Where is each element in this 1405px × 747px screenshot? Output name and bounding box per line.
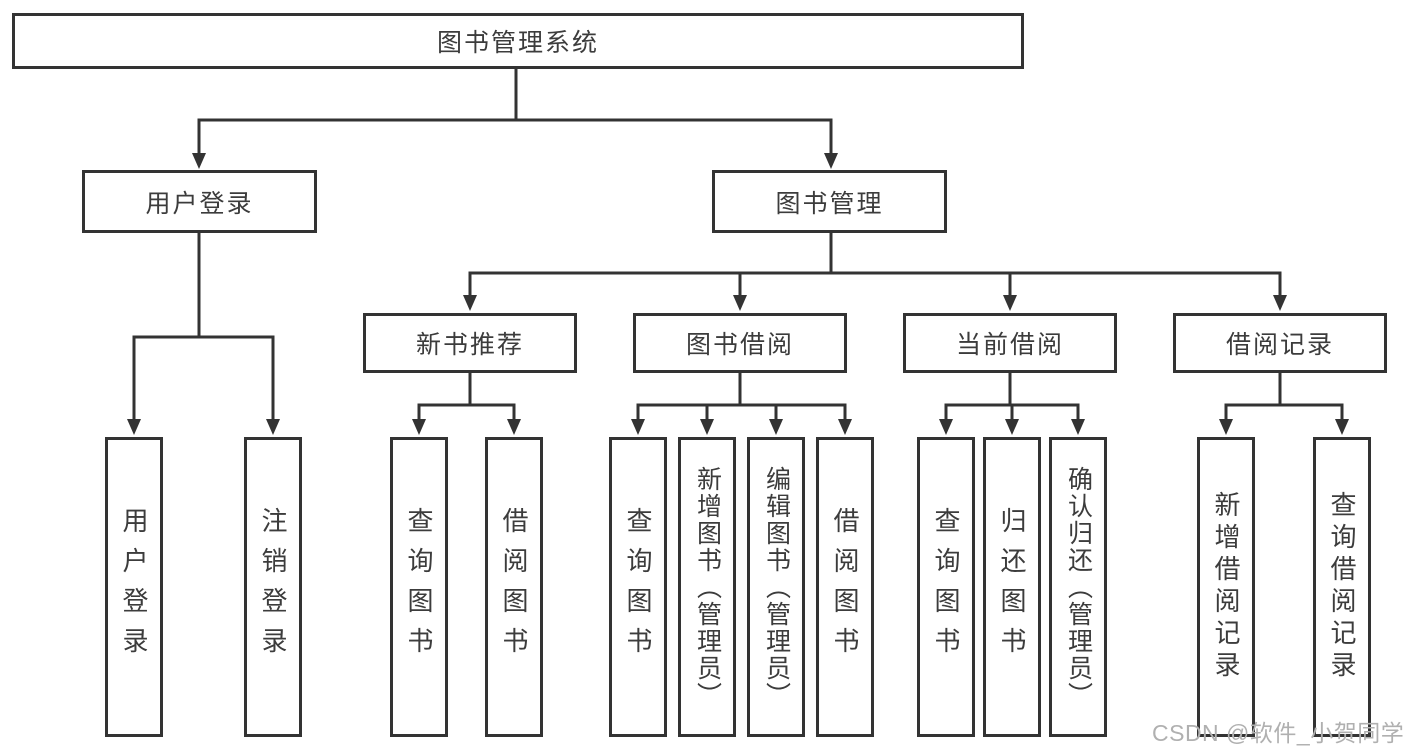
leaf-edit-books-admin: 编辑图书（管理员） <box>747 437 805 737</box>
node-label: 图书管理 <box>775 189 884 218</box>
node-label: 编辑图书（管理员） <box>762 465 791 709</box>
leaf-borrow-books: 借阅图书 <box>816 437 874 737</box>
leaf-query-books-borrowing: 查询图书 <box>609 437 667 737</box>
node-label: 查询图书 <box>404 507 434 667</box>
node-label: 当前借阅 <box>955 331 1064 359</box>
node-book-management: 图书管理 <box>712 170 947 233</box>
leaf-query-borrow-record: 查询借阅记录 <box>1313 437 1371 737</box>
leaf-query-books-current: 查询图书 <box>917 437 975 737</box>
node-label: 注销登录 <box>258 507 288 667</box>
node-label: 新增图书（管理员） <box>693 465 722 709</box>
leaf-user-login: 用户登录 <box>105 437 163 737</box>
leaf-confirm-return-admin: 确认归还（管理员） <box>1049 437 1107 737</box>
leaf-return-books: 归还图书 <box>983 437 1041 737</box>
node-borrowing-records: 借阅记录 <box>1173 313 1387 373</box>
node-label: 借阅记录 <box>1225 331 1334 359</box>
node-label: 查询借阅记录 <box>1327 491 1357 683</box>
node-label: 用户登录 <box>145 189 254 218</box>
leaf-query-books-recommend: 查询图书 <box>390 437 448 737</box>
csdn-watermark: CSDN @软件_小贺同学 <box>1152 720 1405 746</box>
leaf-add-books-admin: 新增图书（管理员） <box>678 437 736 737</box>
node-label: 确认归还（管理员） <box>1064 465 1093 709</box>
node-label: 图书管理系统 <box>436 29 599 57</box>
node-new-book-recommendation: 新书推荐 <box>363 313 577 373</box>
node-user-login: 用户登录 <box>82 170 317 233</box>
node-label: 查询图书 <box>931 507 961 667</box>
leaf-borrow-books-recommend: 借阅图书 <box>485 437 543 737</box>
node-label: 借阅图书 <box>830 507 860 667</box>
node-label: 归还图书 <box>997 507 1027 667</box>
leaf-logout: 注销登录 <box>244 437 302 737</box>
leaf-add-borrow-record: 新增借阅记录 <box>1197 437 1255 737</box>
node-label: 图书借阅 <box>685 331 794 359</box>
node-label: 借阅图书 <box>499 507 529 667</box>
node-current-borrowing: 当前借阅 <box>903 313 1117 373</box>
node-label: 用户登录 <box>119 507 149 667</box>
node-label: 查询图书 <box>623 507 653 667</box>
node-label: 新增借阅记录 <box>1211 491 1241 683</box>
node-label: 新书推荐 <box>415 331 524 359</box>
node-book-borrowing: 图书借阅 <box>633 313 847 373</box>
node-library-management-system: 图书管理系统 <box>12 13 1024 69</box>
